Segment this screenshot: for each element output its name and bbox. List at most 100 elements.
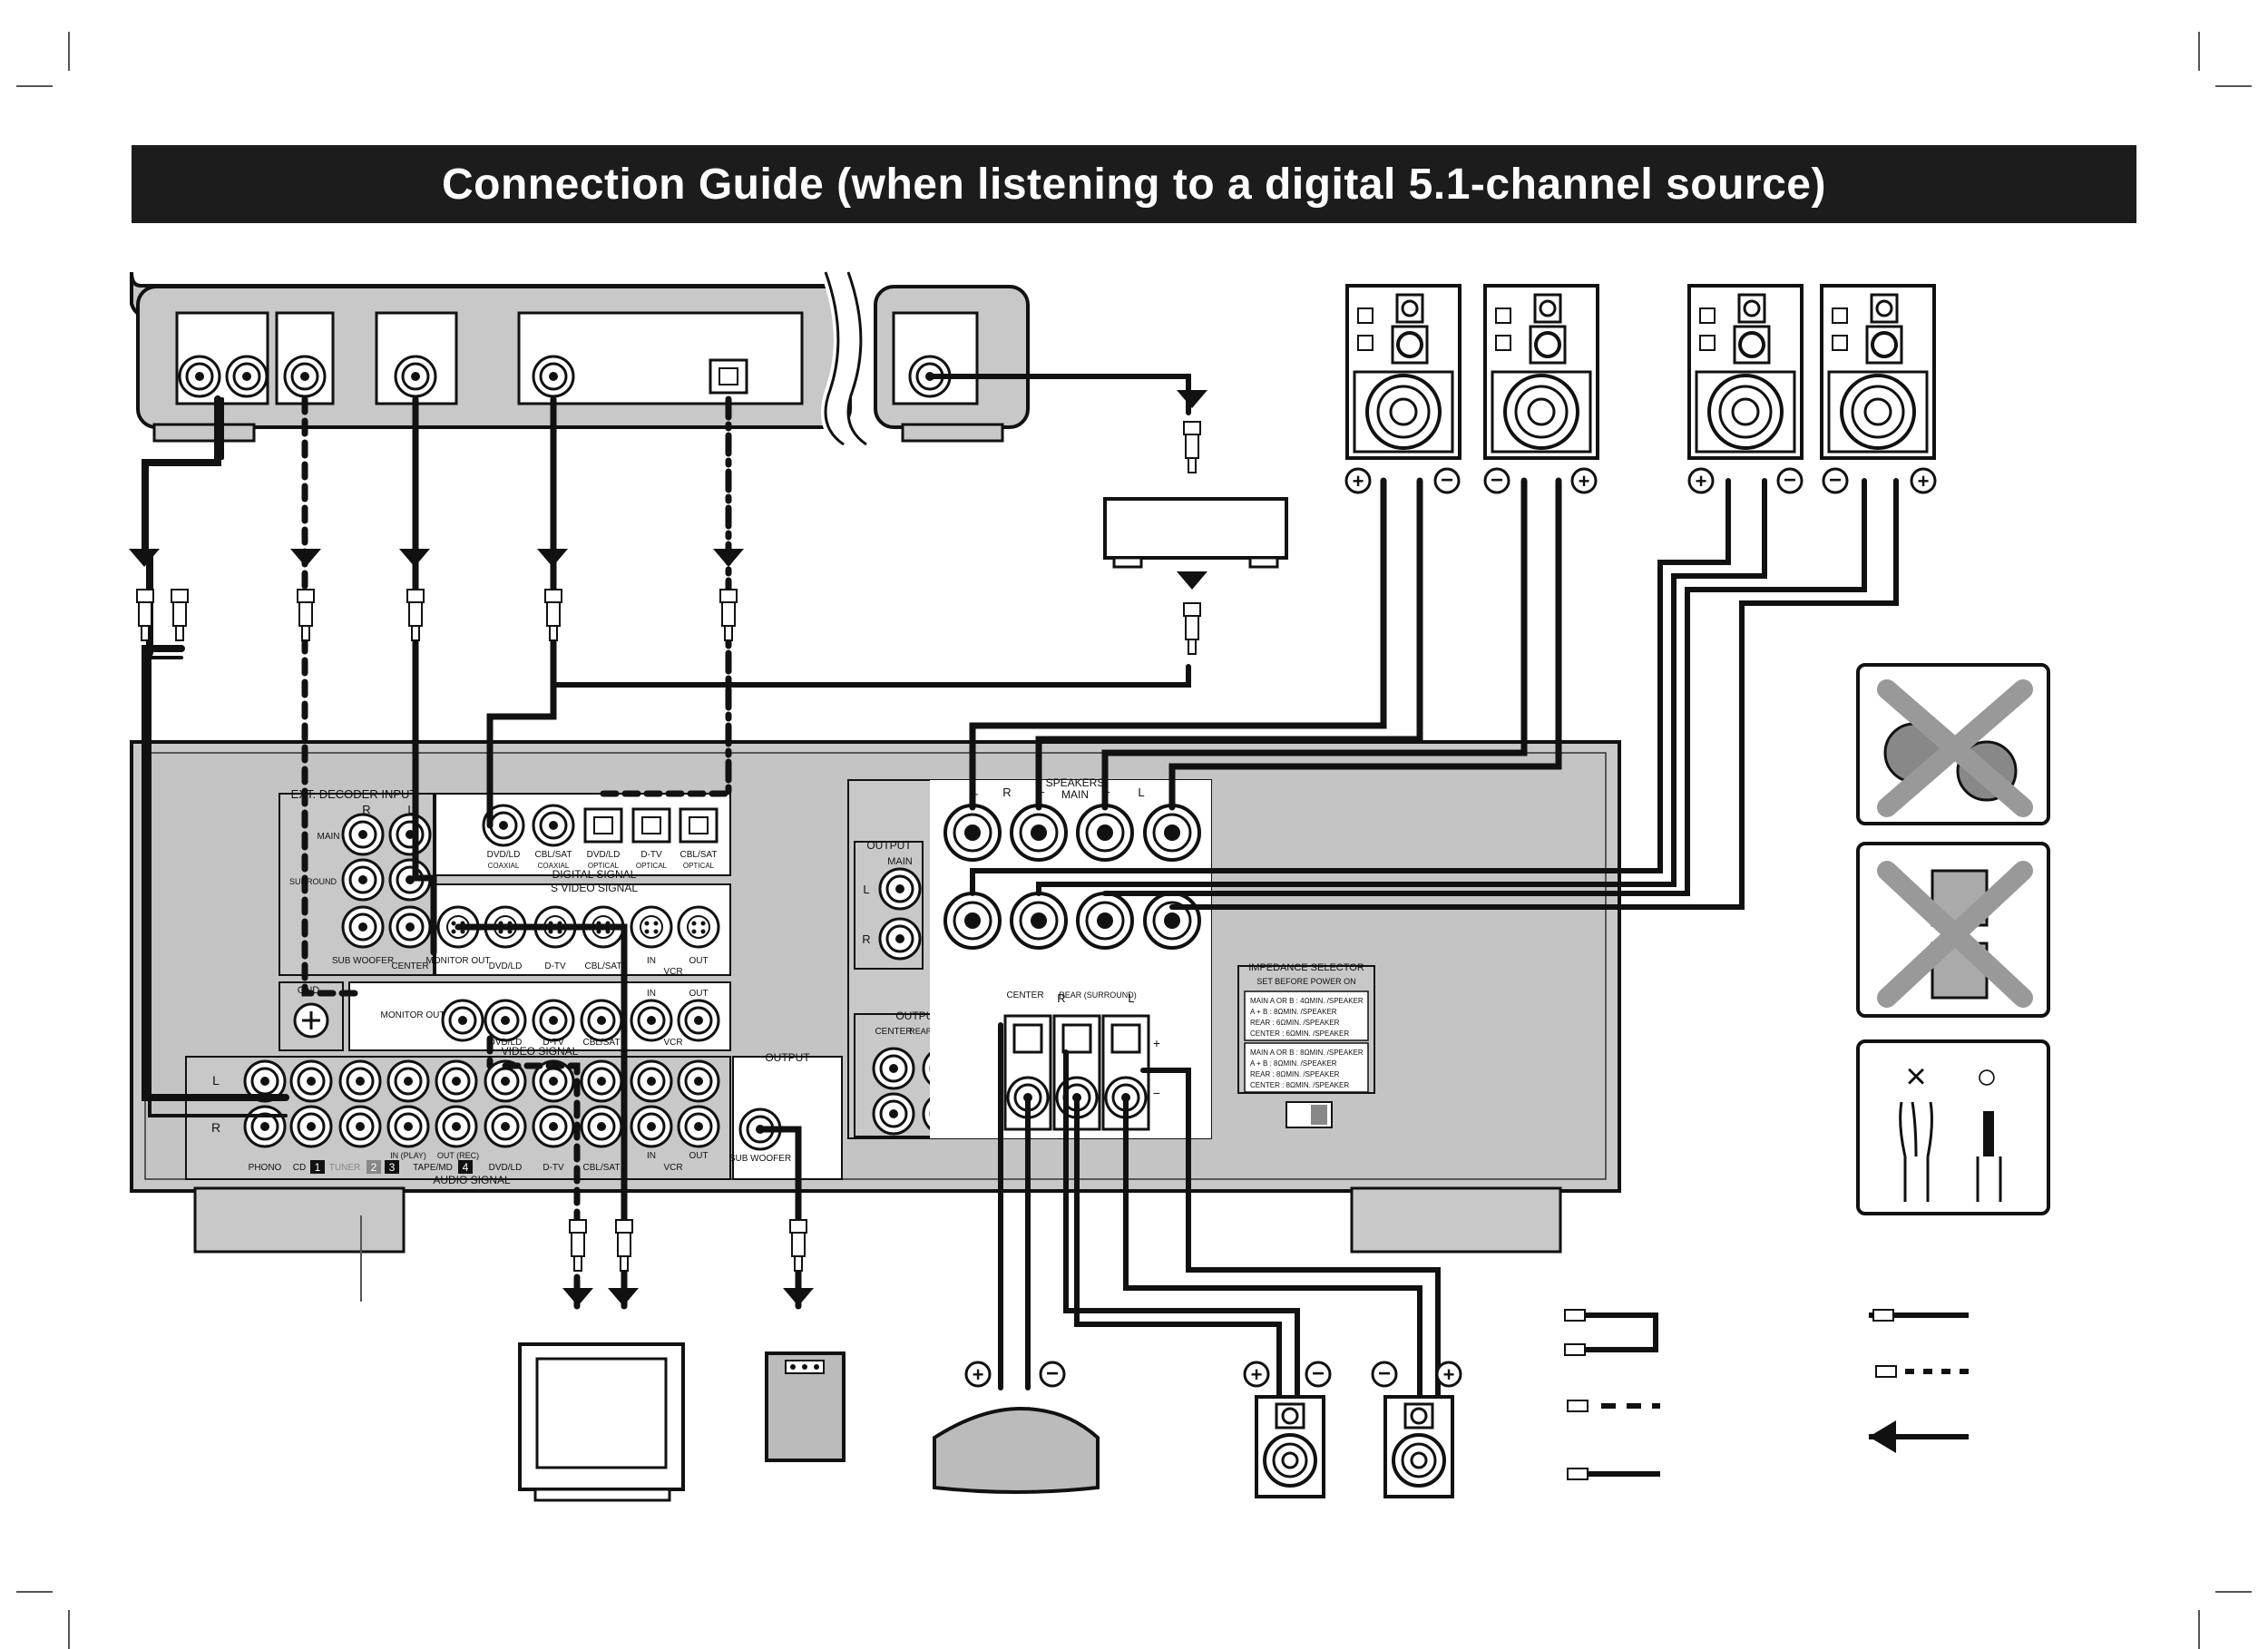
- svg-text:IN: IN: [647, 989, 656, 999]
- svg-text:CBL/SAT: CBL/SAT: [680, 850, 718, 860]
- svg-text:−: −: [1312, 1361, 1325, 1386]
- svg-text:+: +: [1443, 1363, 1455, 1386]
- svg-text:MAIN: MAIN: [887, 856, 913, 867]
- svg-text:MAIN A OR B : 4ΩMIN. /SPEAKER: MAIN A OR B : 4ΩMIN. /SPEAKER: [1250, 997, 1364, 1005]
- svg-text:SET BEFORE POWER ON: SET BEFORE POWER ON: [1256, 977, 1355, 986]
- title-bar: Connection Guide (when listening to a di…: [132, 145, 2136, 223]
- wrong-mark-icon: ×: [1905, 1057, 1926, 1097]
- svg-text:OUTPUT: OUTPUT: [895, 1010, 941, 1022]
- svg-text:CENTER : 8ΩMIN. /SPEAKER: CENTER : 8ΩMIN. /SPEAKER: [1250, 1081, 1349, 1089]
- svg-text:TAPE/MD: TAPE/MD: [413, 1163, 453, 1173]
- svg-text:SUB WOOFER: SUB WOOFER: [332, 956, 394, 966]
- wiring-tips: × ○: [1856, 663, 2050, 1215]
- svg-text:L: L: [1128, 991, 1134, 1005]
- svg-text:S VIDEO SIGNAL: S VIDEO SIGNAL: [551, 882, 638, 894]
- svg-text:IN (PLAY): IN (PLAY): [390, 1151, 426, 1160]
- right-mark-icon: ○: [1976, 1057, 1998, 1097]
- svg-text:+: +: [1251, 1363, 1263, 1386]
- svg-text:MAIN A OR B : 8ΩMIN. /SPEAKER: MAIN A OR B : 8ΩMIN. /SPEAKER: [1250, 1049, 1364, 1057]
- svg-text:DIGITAL SIGNAL: DIGITAL SIGNAL: [552, 868, 637, 881]
- svg-text:4: 4: [463, 1161, 469, 1174]
- svg-text:R: R: [1002, 785, 1011, 799]
- svg-text:DVD/LD: DVD/LD: [587, 850, 621, 860]
- svg-text:AUDIO SIGNAL: AUDIO SIGNAL: [433, 1174, 511, 1186]
- svg-text:D-TV: D-TV: [543, 1163, 564, 1173]
- svg-text:CBL/SAT: CBL/SAT: [535, 850, 572, 860]
- svg-text:MONITOR OUT: MONITOR OUT: [426, 956, 491, 966]
- svg-text:COAXIAL: COAXIAL: [488, 862, 520, 870]
- svg-text:CENTER : 6ΩMIN. /SPEAKER: CENTER : 6ΩMIN. /SPEAKER: [1250, 1029, 1349, 1038]
- svg-text:1: 1: [315, 1161, 321, 1174]
- svg-text:−: −: [1829, 468, 1842, 493]
- tv-icon: [518, 1342, 685, 1502]
- svg-text:L: L: [1138, 785, 1144, 799]
- svg-text:MAIN: MAIN: [318, 832, 340, 842]
- svg-text:CBL/SAT: CBL/SAT: [583, 1038, 621, 1048]
- svg-text:OUTPUT: OUTPUT: [765, 1051, 810, 1064]
- svg-text:2: 2: [371, 1161, 377, 1174]
- svg-text:IN: IN: [647, 1151, 656, 1161]
- svg-text:−: −: [1378, 1361, 1391, 1386]
- svg-text:CENTER: CENTER: [1006, 990, 1043, 1000]
- svg-text:MAIN: MAIN: [1061, 788, 1089, 801]
- svg-text:D-TV: D-TV: [640, 850, 662, 860]
- svg-text:−: −: [1491, 468, 1503, 493]
- svg-text:+: +: [1353, 470, 1364, 493]
- svg-text:REAR (SURROUND): REAR (SURROUND): [1059, 990, 1137, 1000]
- svg-text:DVD/LD: DVD/LD: [489, 961, 523, 971]
- svg-text:CBL/SAT: CBL/SAT: [583, 1163, 621, 1173]
- svg-text:VCR: VCR: [663, 1038, 682, 1048]
- svg-text:IN: IN: [647, 956, 656, 966]
- cable-legend: [1564, 1309, 1969, 1480]
- svg-text:DVD/LD: DVD/LD: [487, 850, 521, 860]
- center-speaker-icon: + −: [933, 1361, 1100, 1494]
- front-speakers: + − − + + − − +: [1344, 284, 1937, 494]
- svg-text:L: L: [863, 883, 869, 896]
- svg-text:SPEAKERS: SPEAKERS: [1046, 776, 1105, 789]
- crop-marks: [16, 32, 2252, 1649]
- svg-text:−: −: [1441, 468, 1453, 493]
- svg-text:3: 3: [389, 1161, 396, 1174]
- svg-text:MONITOR OUT: MONITOR OUT: [381, 1010, 445, 1020]
- subwoofer-icon: [765, 1351, 846, 1462]
- svg-text:R: R: [862, 932, 870, 946]
- svg-text:+: +: [1918, 470, 1930, 493]
- svg-text:COAXIAL: COAXIAL: [538, 862, 570, 870]
- svg-text:A + B : 8ΩMIN. /SPEAKER: A + B : 8ΩMIN. /SPEAKER: [1250, 1059, 1337, 1068]
- svg-text:VCR: VCR: [663, 1163, 682, 1173]
- svg-text:OUT: OUT: [689, 1151, 708, 1161]
- speaker-icon: [1345, 284, 1461, 460]
- svg-text:REAR : 6ΩMIN. /SPEAKER: REAR : 6ΩMIN. /SPEAKER: [1250, 1019, 1340, 1027]
- svg-text:VIDEO SIGNAL: VIDEO SIGNAL: [502, 1045, 579, 1058]
- svg-text:OPTICAL: OPTICAL: [588, 862, 620, 870]
- svg-text:REAR : 8ΩMIN. /SPEAKER: REAR : 8ΩMIN. /SPEAKER: [1250, 1070, 1340, 1078]
- svg-text:OPTICAL: OPTICAL: [683, 862, 715, 870]
- svg-text:VCR: VCR: [663, 967, 682, 977]
- svg-text:CBL/SAT: CBL/SAT: [585, 961, 622, 971]
- svg-text:+: +: [1696, 470, 1707, 493]
- svg-text:D-TV: D-TV: [543, 1038, 564, 1048]
- svg-text:L: L: [212, 1073, 220, 1088]
- svg-text:R: R: [1057, 991, 1065, 1005]
- page-title: Connection Guide (when listening to a di…: [442, 160, 1826, 209]
- svg-text:OUT: OUT: [689, 989, 708, 999]
- svg-text:CD: CD: [293, 1163, 306, 1173]
- svg-text:−: −: [1046, 1361, 1059, 1386]
- svg-text:L: L: [407, 803, 414, 816]
- dvd-player: [130, 267, 1030, 456]
- rear-speakers: + − − +: [1243, 1361, 1462, 1498]
- svg-text:SURROUND: SURROUND: [289, 877, 337, 886]
- svg-text:D-TV: D-TV: [544, 961, 566, 971]
- svg-text:A + B : 8ΩMIN. /SPEAKER: A + B : 8ΩMIN. /SPEAKER: [1250, 1008, 1337, 1016]
- svg-text:SUB WOOFER: SUB WOOFER: [729, 1154, 791, 1164]
- connection-arrows: [129, 390, 1207, 1306]
- svg-text:TUNER: TUNER: [329, 1163, 360, 1173]
- svg-text:R: R: [211, 1120, 220, 1135]
- svg-text:PHONO: PHONO: [249, 1163, 282, 1173]
- svg-text:EXT. DECODER INPUT: EXT. DECODER INPUT: [291, 787, 417, 801]
- svg-text:DVD/LD: DVD/LD: [489, 1163, 523, 1173]
- svg-text:−: −: [1153, 1086, 1160, 1100]
- svg-text:CENTER: CENTER: [391, 961, 428, 971]
- svg-text:OUT (REC): OUT (REC): [437, 1151, 479, 1160]
